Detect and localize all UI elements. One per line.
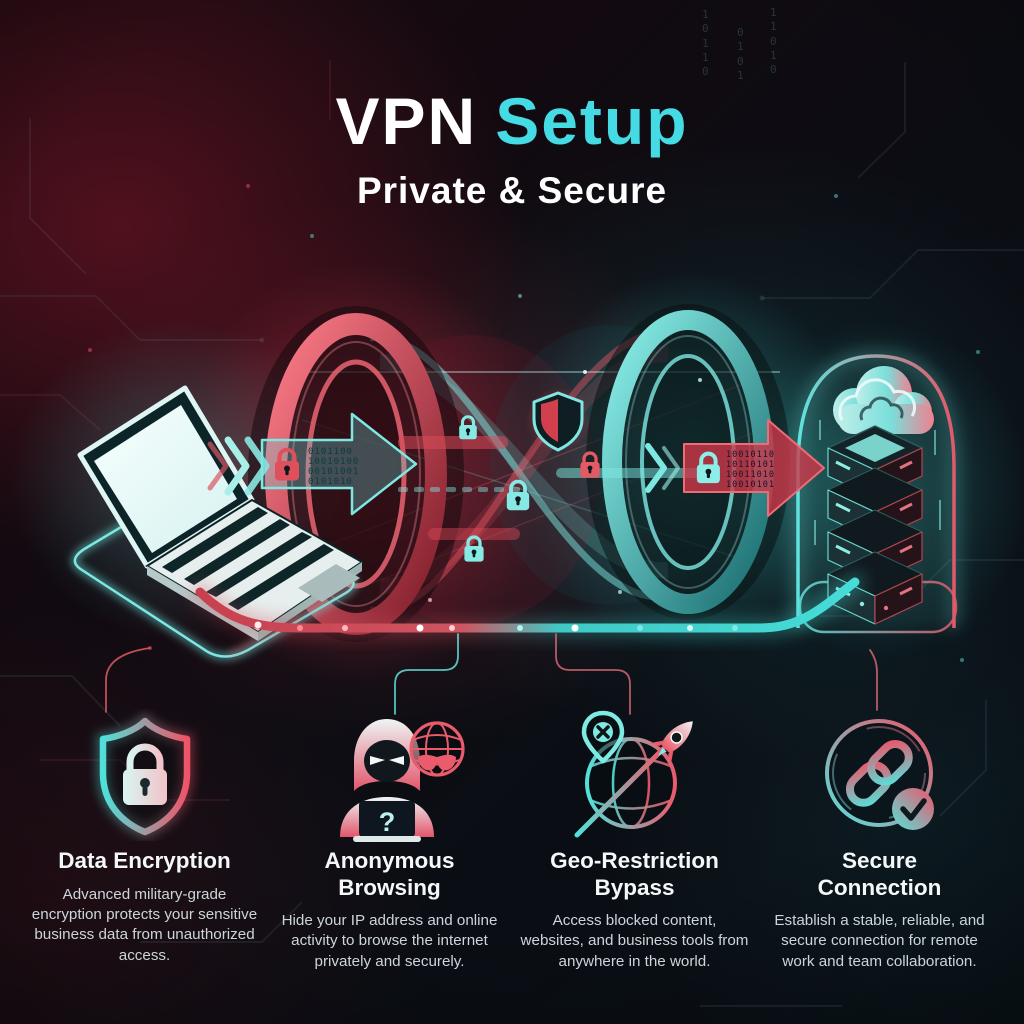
connector-line (869, 649, 878, 711)
feature-card-geo-restriction-bypass: Geo-Restriction Bypass Access blocked co… (512, 704, 757, 972)
feature-card-secure-connection: Secure Connection Establish a stable, re… (757, 704, 1002, 972)
binary-decor: 1 0 1 1 0 (702, 8, 709, 79)
binary-data: 10110101 (726, 460, 775, 470)
shield-lock-icon (96, 711, 193, 840)
globe-rocket-icon (574, 710, 693, 838)
feature-card-data-encryption: Data Encryption Advanced military-grade … (22, 704, 267, 972)
connector-lines (105, 633, 878, 715)
masked-globe-icon (408, 721, 465, 777)
feature-description: Advanced military-grade encryption prote… (31, 885, 258, 964)
secure-dome (796, 354, 956, 628)
features-row: Data Encryption Advanced military-grade … (22, 704, 1002, 972)
blocked-pin-icon (581, 710, 624, 764)
server-icon (827, 425, 923, 625)
check-badge-icon (891, 788, 934, 830)
connector-line (394, 633, 459, 715)
binary-data: 10010101 (726, 480, 775, 490)
secure-link-icon (824, 719, 934, 830)
connector-line (555, 633, 631, 715)
connector-line (105, 647, 151, 713)
cloud-server-icon (793, 350, 959, 634)
encrypted-data-arrow-inbound: 10010110 10110101 10011010 10010101 (683, 419, 825, 517)
title-word-vpn: VPN (335, 84, 478, 158)
binary-data: 0101010 (308, 477, 353, 487)
feature-description: Establish a stable, reliable, and secure… (774, 912, 985, 970)
feature-title: Secure Connection (817, 848, 942, 900)
rocket-icon (574, 721, 693, 838)
question-mark: ? (378, 807, 395, 837)
chevron-icon (207, 436, 270, 496)
title-word-setup: Setup (495, 84, 689, 158)
encrypted-data-arrow-outbound: 0101100 10010100 00101001 0101010 (260, 412, 418, 516)
binary-data: 10010100 (308, 457, 359, 467)
feature-title: Geo-Restriction Bypass (550, 848, 719, 900)
page-subtitle: Private & Secure (356, 170, 668, 211)
anonymous-user-icon: ? (339, 719, 465, 842)
feature-card-anonymous-browsing: ? Anonymous Browsing Hide your IP addres… (267, 704, 512, 972)
connection-line (190, 572, 865, 638)
binary-data: 10011010 (726, 470, 775, 480)
chevron-icon (645, 443, 680, 493)
shield-icon (530, 391, 586, 452)
feature-description: Access blocked content, websites, and bu… (520, 912, 749, 970)
binary-data: 10010110 (726, 450, 775, 460)
binary-decor: 0 1 0 1 (737, 26, 744, 82)
binary-decor: 1 1 0 1 0 (770, 6, 777, 77)
feature-title: Data Encryption (58, 848, 231, 873)
feature-description: Hide your IP address and online activity… (281, 912, 498, 970)
binary-data: 0101100 (308, 447, 353, 457)
chain-links (845, 739, 913, 807)
feature-title: Anonymous Browsing (324, 848, 455, 900)
binary-data: 00101001 (308, 467, 359, 477)
